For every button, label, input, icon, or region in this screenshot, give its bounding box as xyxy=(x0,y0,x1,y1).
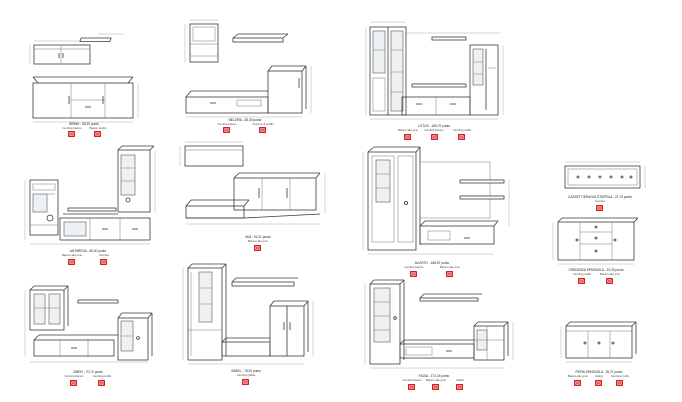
set-belzira: BELZIRA - 65,30 punto Cembra bianco Cemb… xyxy=(184,19,312,134)
finish-swatch[interactable] xyxy=(457,133,466,141)
set-ava: AVA - 91,21 punto Bianco alto pino xyxy=(179,141,326,252)
finish-swatch[interactable] xyxy=(93,130,102,138)
finish-swatch[interactable] xyxy=(615,379,624,387)
finish-swatch[interactable] xyxy=(69,379,78,387)
finish-label: Bianco profilo xyxy=(90,126,107,130)
finish-label: Cembra bianco xyxy=(65,374,84,378)
finish-label: Cembra xyxy=(99,253,109,257)
finish-swatch[interactable] xyxy=(445,270,454,278)
finish-swatch[interactable] xyxy=(403,133,412,141)
finish-label: Bianco alto pino xyxy=(440,265,460,269)
caption: CASSETTIERA/VIA STUPELIA - 21,70 punto xyxy=(568,195,632,199)
finish-label: Cembra bianco xyxy=(405,265,424,269)
caption: SABEL - 78,20 punto xyxy=(231,369,261,373)
set-cassettiera: CASSETTIERA/VIA STUPELIA - 21,70 punto C… xyxy=(564,161,646,212)
finish-label: Cattini xyxy=(595,374,603,378)
finish-swatch[interactable] xyxy=(455,383,464,391)
finish-label: Bianco alto pino xyxy=(248,239,268,243)
finish-swatch[interactable] xyxy=(67,258,76,266)
caption: AVA - 91,21 punto xyxy=(245,235,271,239)
finish-swatch[interactable] xyxy=(431,383,440,391)
finish-swatch[interactable] xyxy=(407,383,416,391)
finish-swatch[interactable] xyxy=(253,244,262,252)
set-birma: BIRMA - 65,30 punto Cembra bianco Bianco… xyxy=(29,33,139,138)
finish-swatch[interactable] xyxy=(258,126,267,134)
finish-swatch[interactable] xyxy=(409,270,418,278)
set-credenza: CREDENZA SPAGNOLA - 22,30 punto Cembra p… xyxy=(552,217,639,285)
finish-swatch[interactable] xyxy=(97,379,106,387)
finish-label: Cembra xyxy=(595,199,605,203)
finish-swatch[interactable] xyxy=(595,204,604,212)
finish-swatch[interactable] xyxy=(605,277,614,285)
caption: ZIBRO - 70,72 punto xyxy=(73,370,103,374)
finish-label: Cembra bianco xyxy=(403,378,422,382)
finish-swatch[interactable] xyxy=(594,379,603,387)
caption: FIERA SPAGNOLA - 26,27 punto xyxy=(576,370,623,374)
finish-label: Cembra profilo xyxy=(611,374,630,378)
finish-swatch[interactable] xyxy=(577,277,586,285)
finish-swatch[interactable] xyxy=(430,133,439,141)
caption: BELZIRA - 65,30 punto xyxy=(229,118,262,122)
finish-label: Cembra di profilo xyxy=(252,122,274,126)
finish-swatch[interactable] xyxy=(99,258,108,266)
knob-row xyxy=(576,175,633,179)
finish-label: Bianco alto pino xyxy=(426,378,446,382)
set-sabel: SABEL - 78,20 punto Cembra grafite xyxy=(182,263,314,386)
caption: BIRMA - 65,30 punto xyxy=(69,122,99,126)
finish-swatch[interactable] xyxy=(222,126,231,134)
caption: LOTUS - 165,70 punto xyxy=(418,124,450,128)
finish-label: Cembra bianco xyxy=(425,128,444,132)
finish-label: Cembra bianco xyxy=(218,122,237,126)
set-lotus: LOTUS - 165,70 punto Bianco alto pino Ce… xyxy=(365,21,504,141)
caption: ANTARESA - 65,30 punto xyxy=(70,249,107,253)
set-fagia: FAGIA - 172,24 punto Cembra bianco Bianc… xyxy=(364,279,514,391)
finish-label: Bianco alto pino xyxy=(600,272,620,276)
finish-label: Cembra profilo xyxy=(93,374,112,378)
caption: ALVISTO - 185,87 punto xyxy=(415,261,450,265)
finish-label: Bianco alto pino xyxy=(568,374,588,378)
set-fiera: FIERA SPAGNOLA - 26,27 punto Bianco alto… xyxy=(560,321,637,387)
caption: FAGIA - 172,24 punto xyxy=(419,374,450,378)
set-zibro: ZIBRO - 70,72 punto Cembra bianco Cembra… xyxy=(24,285,153,387)
finish-swatch[interactable] xyxy=(241,378,250,386)
finish-swatch[interactable] xyxy=(573,379,582,387)
finish-label: Cembra bianco xyxy=(63,126,82,130)
finish-label: Cembra grafite xyxy=(237,373,256,377)
set-antaresa: ANTARESA - 65,30 punto Bianco alto pino … xyxy=(24,145,156,266)
finish-swatch[interactable] xyxy=(67,130,76,138)
finish-label: Bianco alto pino xyxy=(398,128,418,132)
finish-label: Cembra profilo xyxy=(573,272,592,276)
caption: CREDENZA SPAGNOLA - 22,30 punto xyxy=(568,268,623,272)
finish-label: Cembra profilo xyxy=(453,128,472,132)
finish-label: Cattini xyxy=(456,378,464,382)
finish-label: Bianco alto pino xyxy=(62,253,82,257)
set-alvisto: ALVISTO - 185,87 punto Cembra bianco Bia… xyxy=(362,146,510,278)
